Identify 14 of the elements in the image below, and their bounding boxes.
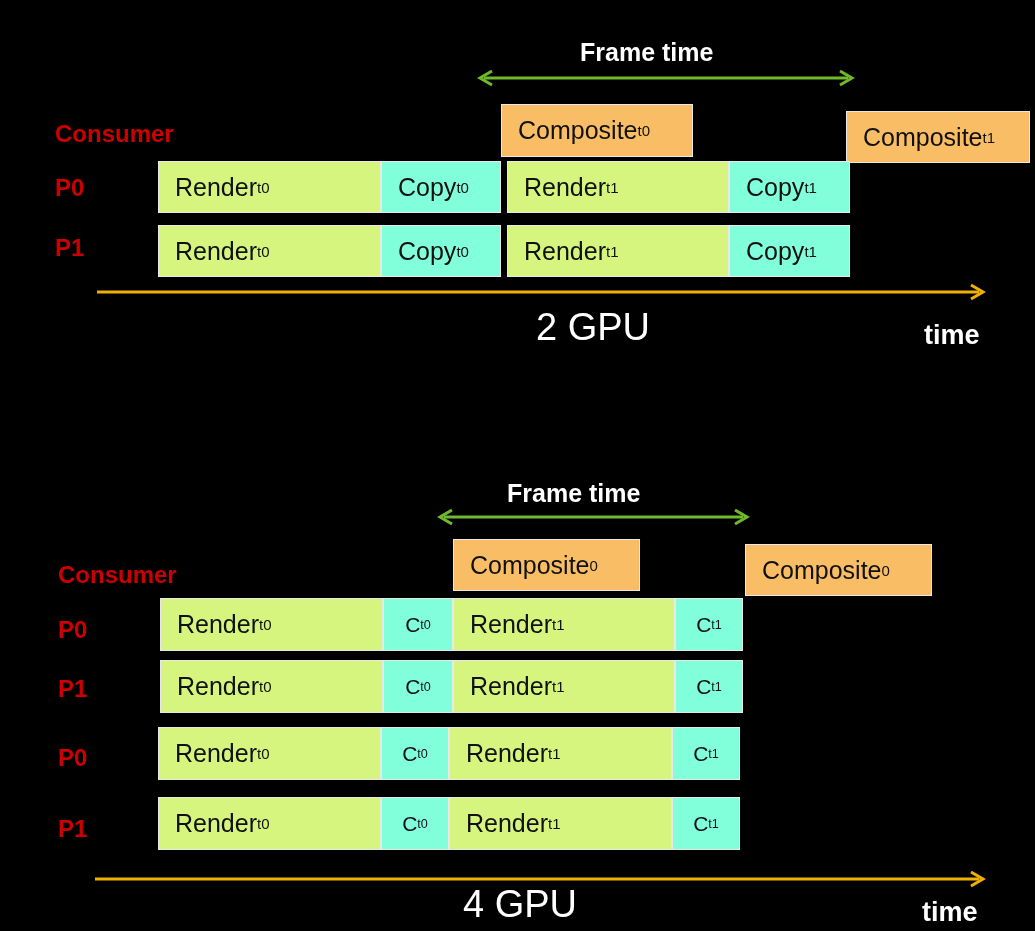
row-label: P0 [58,616,88,644]
row-label: P1 [58,815,88,843]
row-label: P0 [58,744,88,772]
axis-label: time [924,320,980,351]
chart-caption: 2 GPU [536,306,651,349]
chart-caption: 4 GPU [463,883,578,926]
row-label: P1 [55,234,85,262]
row-label: P0 [55,174,85,202]
dimension-label: Frame time [507,479,641,508]
row-label: Consumer [55,120,174,148]
dimension-label: Frame time [580,38,714,67]
row-label: P1 [58,675,88,703]
axis-label: time [922,897,978,928]
row-label: Consumer [58,561,177,589]
